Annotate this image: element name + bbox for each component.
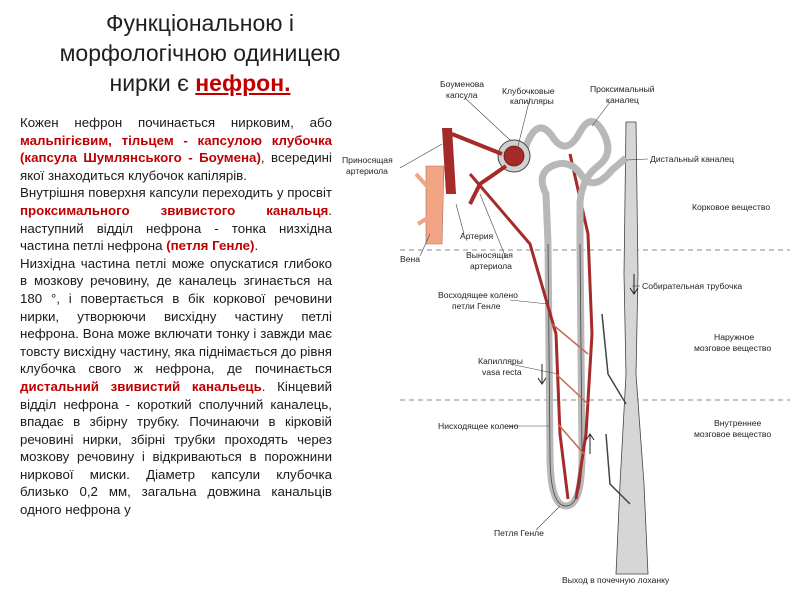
p2-text-b: . наступний відділ нефрона - тонка низхі…	[20, 202, 332, 254]
p2-text-c: .	[254, 238, 259, 254]
glomerulus	[503, 145, 525, 167]
p2-highlight-2: (петля Генле)	[166, 238, 255, 254]
collecting-duct-branch	[601, 313, 627, 405]
title-line-1: Функціональною і	[106, 10, 294, 36]
label-efferent-2: артериола	[470, 261, 512, 271]
p3-text-b: . Кінцевий відділ нефрона - короткий спо…	[20, 378, 332, 518]
body-text: Кожен нефрон починається нирковим, або м…	[20, 114, 332, 519]
nephron-diagram: Боуменова капсула Клубочковые капилляры …	[342, 79, 790, 585]
label-artery: Артерия	[460, 231, 494, 241]
flow-arrow-1	[629, 274, 639, 295]
proximal-tubule	[520, 118, 612, 244]
label-collecting-duct: Собирательная трубочка	[642, 281, 742, 291]
label-vasa-recta-2: vasa recta	[482, 367, 522, 377]
paragraph-3: Низхідна частина петлі може опускатися г…	[20, 255, 332, 519]
vein-branch	[414, 172, 436, 226]
label-vasa-recta-1: Капилляры	[478, 356, 523, 366]
collecting-duct	[615, 121, 649, 575]
label-inner-medulla-1: Внутреннее	[714, 418, 762, 428]
title-line-3: нирки є нефрон.	[20, 68, 380, 98]
title-line-3-prefix: нирки є	[109, 70, 196, 96]
label-outer-medulla-1: Наружное	[714, 332, 754, 342]
vasa-recta-left	[468, 173, 570, 500]
label-exit-pelvis: Выход в почечную лоханку	[562, 575, 670, 585]
paragraph-1: Кожен нефрон починається нирковим, або м…	[20, 114, 332, 184]
p1-highlight: мальпігієвим, тільцем - капсулою клубочк…	[20, 132, 332, 166]
label-distal: Дистальный каналец	[650, 154, 734, 164]
vasa-recta-cross-1	[551, 323, 589, 455]
label-inner-medulla-2: мозговое вещество	[694, 429, 771, 439]
vein	[425, 165, 445, 245]
label-glomerular-capillaries-1: Клубочковые	[502, 86, 555, 96]
label-descending: Нисходящее колено	[438, 421, 519, 431]
slide-title: Функціональною і морфологічною одиницею …	[20, 8, 380, 98]
p3-text-a: Низхідна частина петлі може опускатися г…	[20, 255, 332, 377]
afferent-arteriole	[451, 132, 503, 156]
label-ascending-2: петли Генле	[452, 301, 501, 311]
flow-arrow-3	[585, 433, 595, 454]
label-ascending-1: Восходящее колено	[438, 290, 518, 300]
label-bowman-capsule-2: капсула	[446, 90, 478, 100]
label-outer-medulla-2: мозговое вещество	[694, 343, 771, 353]
label-afferent-2: артериола	[346, 166, 388, 176]
title-line-2: морфологічною одиницею	[59, 40, 341, 66]
label-glomerular-capillaries-2: капилляры	[510, 96, 554, 106]
distal-tubule	[538, 155, 629, 245]
title-highlight-nephron: нефрон.	[195, 70, 291, 96]
efferent-arteriole	[468, 164, 508, 205]
label-cortex: Корковое вещество	[692, 202, 770, 212]
paragraph-2: Внутрішня поверхня капсули переходить у …	[20, 184, 332, 254]
label-proximal-1: Проксимальный	[590, 84, 655, 94]
label-proximal-2: каналец	[606, 95, 639, 105]
p3-highlight: дистальний звивистий канальець	[20, 378, 262, 394]
p1-text-a: Кожен нефрон починається нирковим, або	[20, 115, 332, 130]
label-efferent-1: Выносящая	[466, 250, 513, 260]
collecting-duct-branch-2	[605, 433, 631, 505]
p1-text-b: , всередині якої знаходиться клубочок ка…	[20, 150, 332, 183]
artery	[442, 128, 456, 194]
label-afferent-1: Приносящая	[342, 155, 393, 165]
label-bowman-capsule-1: Боуменова	[440, 79, 484, 89]
label-henle-loop: Петля Генле	[494, 528, 544, 538]
leader-lines	[399, 97, 649, 531]
p2-highlight: проксимального звивистого канальця	[20, 202, 329, 218]
flow-arrow-2	[537, 364, 547, 385]
label-vein: Вена	[400, 254, 420, 264]
p2-text-a: Внутрішня поверхня капсули переходить у …	[20, 185, 332, 201]
